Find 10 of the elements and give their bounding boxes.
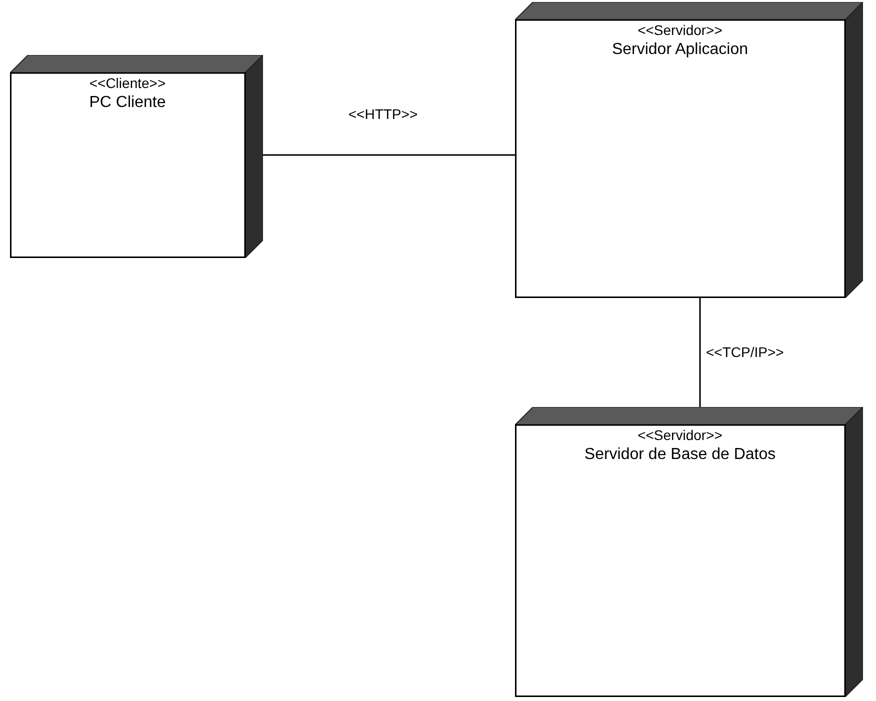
connector-line <box>699 298 701 407</box>
node-name: Servidor Aplicacion <box>610 40 750 60</box>
edge-label: <<TCP/IP>> <box>704 345 786 359</box>
node-name: Servidor de Base de Datos <box>583 444 777 464</box>
connector-line <box>263 154 515 156</box>
edge-label: <<HTTP>> <box>346 107 420 121</box>
stereotype-label: <<Servidor>> <box>638 427 722 444</box>
stereotype-label: <<Cliente>> <box>89 75 166 92</box>
stereotype-label: <<Servidor>> <box>638 22 722 40</box>
node-name: PC Cliente <box>88 92 167 112</box>
